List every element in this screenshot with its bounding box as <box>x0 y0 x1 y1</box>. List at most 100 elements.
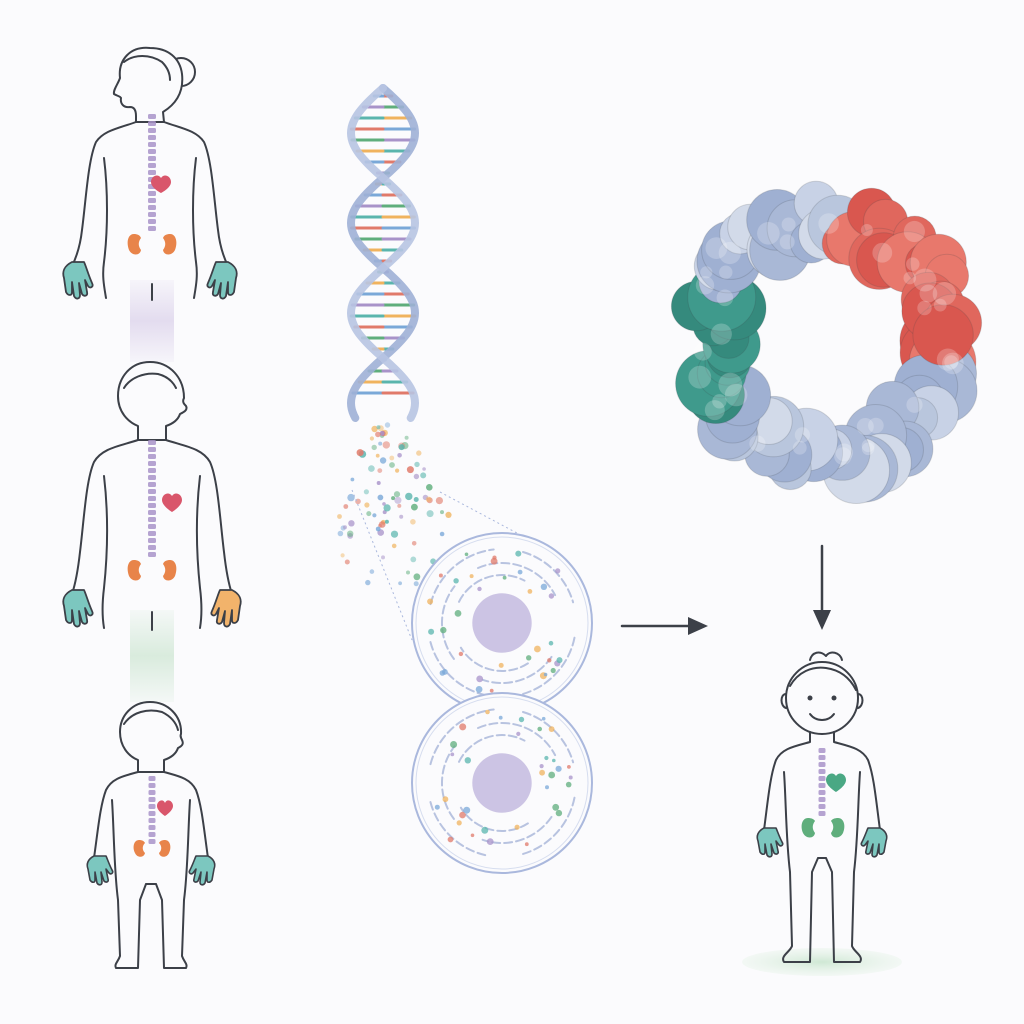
protein-highlight <box>792 440 807 455</box>
cell-particle <box>524 842 529 847</box>
man-right-hand <box>210 589 242 628</box>
vertebra <box>148 517 156 522</box>
vertebra <box>148 212 156 217</box>
zoom-line-right <box>439 491 531 541</box>
cell-particle <box>477 586 482 592</box>
vertebra <box>148 545 156 550</box>
man-kidney-left <box>127 560 141 581</box>
cell-particle <box>550 667 556 674</box>
vertebra <box>148 797 156 802</box>
endoplasmic-reticulum <box>429 708 495 766</box>
endoplasmic-reticulum <box>429 548 495 606</box>
woman-kidney-right <box>163 234 177 255</box>
cell-particle <box>518 716 525 723</box>
dna-particle <box>350 477 355 482</box>
woman-heart <box>151 175 171 193</box>
vertebra <box>818 811 826 816</box>
dna-particle <box>399 514 404 519</box>
endoplasmic-reticulum <box>459 806 529 832</box>
cell-particle <box>492 555 497 560</box>
dna-particle <box>390 530 399 538</box>
dna-particle <box>413 473 420 480</box>
cell-particle <box>447 836 454 843</box>
vertebra <box>148 135 156 140</box>
protein-highlight <box>757 222 780 245</box>
protein-highlight <box>719 265 733 279</box>
dna-particle <box>365 579 371 586</box>
vertebra <box>148 790 156 795</box>
dna-particle <box>376 425 381 430</box>
dna-particle <box>404 435 409 440</box>
cell-particle <box>555 765 562 772</box>
hair-tuft <box>809 651 843 661</box>
dna-particle <box>445 511 452 518</box>
protein-highlight <box>942 352 964 375</box>
dna-particle <box>425 496 432 502</box>
vertebra <box>148 496 156 501</box>
endoplasmic-reticulum <box>458 734 526 763</box>
dna-particle <box>398 444 405 451</box>
eye-right <box>831 695 837 701</box>
vertebra <box>148 170 156 175</box>
woman-head <box>112 46 184 123</box>
cell-particle <box>514 824 520 830</box>
dna-particle <box>347 530 354 537</box>
protein-highlight <box>919 284 938 303</box>
healthy-child-left-hand <box>756 827 784 858</box>
dna-particle <box>381 555 385 560</box>
cell-inner-membrane <box>415 696 589 870</box>
dna-particle <box>364 502 370 508</box>
protein-highlight <box>872 242 893 263</box>
cell-particle <box>544 755 549 761</box>
vertebra <box>148 198 156 203</box>
endoplasmic-reticulum <box>477 722 557 757</box>
cell-particle <box>454 610 462 617</box>
cell-particle <box>515 550 522 557</box>
dna-particle <box>378 523 382 528</box>
dna-particle <box>413 573 421 581</box>
dna-particle <box>372 513 377 518</box>
dna-particle <box>414 461 420 468</box>
healthy-child-kidney-right <box>831 818 845 838</box>
cell-particle <box>498 715 503 720</box>
dna-particle <box>337 514 342 519</box>
ground-shadow <box>742 948 902 976</box>
protein-highlight <box>700 266 713 279</box>
cell-particle <box>552 803 560 811</box>
healthy-child-body <box>763 731 881 963</box>
vertebra <box>148 447 156 452</box>
cell-particle <box>481 826 489 834</box>
cell-particle <box>490 557 498 565</box>
adult-man-figure <box>71 361 233 631</box>
endoplasmic-reticulum <box>429 799 487 857</box>
healthy-child-right-hand <box>860 827 888 858</box>
cell-particle <box>469 574 474 579</box>
dna-particle <box>368 465 375 472</box>
protein-highlight <box>818 213 839 234</box>
dna-particle <box>405 492 413 501</box>
dna-particle <box>344 559 350 565</box>
cell-particle <box>489 688 494 693</box>
dna-particle <box>439 531 445 537</box>
dna-particle <box>422 494 429 501</box>
healthy-child-spine <box>818 748 826 816</box>
man-left-hand <box>62 589 94 628</box>
dna-particle <box>340 553 345 558</box>
dna-particle <box>379 430 385 436</box>
dna-particle <box>375 431 381 438</box>
vertebra <box>818 790 826 795</box>
dna-particle <box>371 425 378 433</box>
cell-nucleus <box>472 593 532 653</box>
cell-particle <box>548 593 555 599</box>
protein-highlight <box>861 439 875 453</box>
cell-bottom <box>411 692 593 874</box>
vertebra <box>148 468 156 473</box>
healthy-child-kidney-left <box>801 818 815 838</box>
cell-particle <box>456 820 462 826</box>
dna-particle <box>411 503 418 511</box>
dna-particle <box>411 541 417 546</box>
dna-particle <box>382 502 386 506</box>
man-torso <box>71 439 233 631</box>
dna-particle <box>343 525 347 530</box>
